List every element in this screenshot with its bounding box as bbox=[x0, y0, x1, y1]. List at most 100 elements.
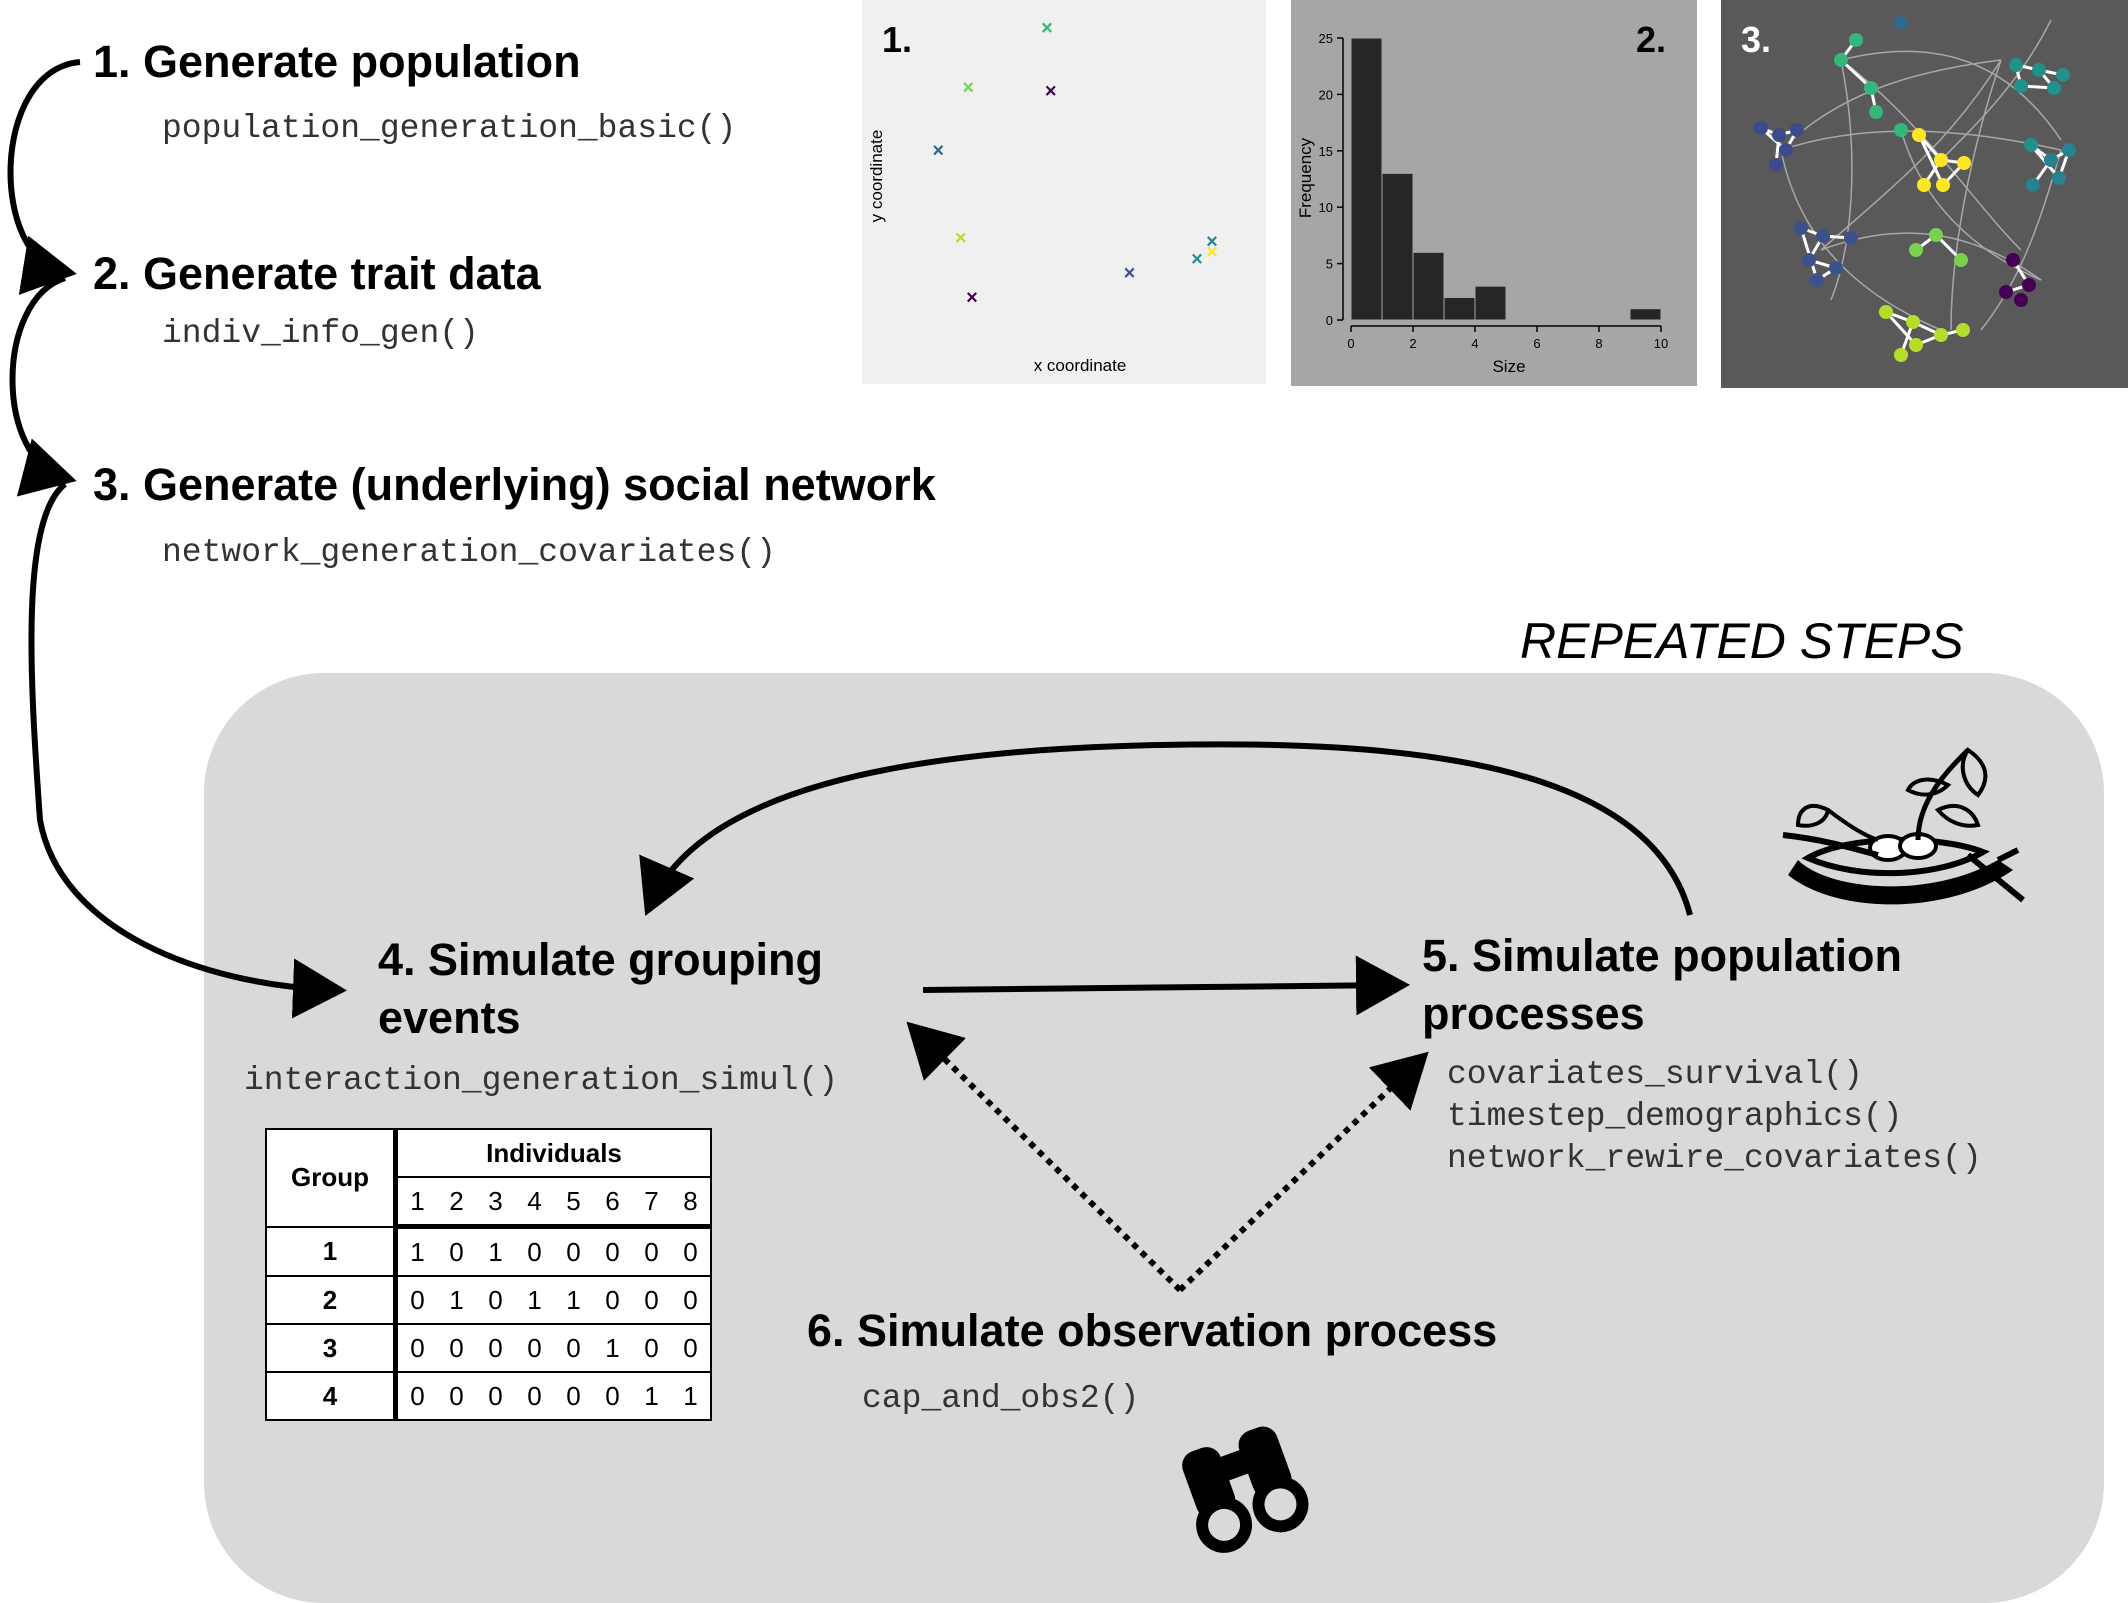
network-node-18 bbox=[1934, 153, 1948, 167]
membership-cell: 1 bbox=[515, 1275, 554, 1325]
membership-cell: 0 bbox=[515, 1371, 554, 1421]
panel-3-network: 3. bbox=[1721, 0, 2128, 388]
membership-cell: 0 bbox=[593, 1225, 632, 1277]
x-tick-label-2: 2 bbox=[1409, 336, 1416, 351]
histogram-bar-1 bbox=[1350, 37, 1383, 321]
membership-cell: 0 bbox=[515, 1323, 554, 1373]
x-tick-label-4: 4 bbox=[1471, 336, 1478, 351]
network-node-9 bbox=[2047, 81, 2061, 95]
network-node-31 bbox=[2052, 171, 2066, 185]
scatter-point-9: × bbox=[1206, 231, 1218, 253]
membership-cell: 0 bbox=[437, 1323, 476, 1373]
membership-cell: 0 bbox=[671, 1225, 712, 1277]
group-id: 1 bbox=[265, 1225, 398, 1277]
membership-cell: 1 bbox=[671, 1371, 712, 1421]
membership-cell: 0 bbox=[437, 1371, 476, 1421]
membership-cell: 0 bbox=[515, 1225, 554, 1277]
membership-cell: 0 bbox=[632, 1323, 671, 1373]
network-node-36 bbox=[1879, 305, 1893, 319]
membership-cell: 0 bbox=[632, 1275, 671, 1325]
step-3-code: network_generation_covariates() bbox=[162, 534, 776, 571]
step-4-title-line2: events bbox=[378, 992, 521, 1043]
network-node-6 bbox=[1894, 16, 1908, 30]
individual-id-7: 7 bbox=[632, 1176, 671, 1229]
y-tick-label-5: 5 bbox=[1326, 257, 1333, 272]
step-6-title: 6. Simulate observation process bbox=[807, 1305, 1498, 1356]
network-node-35 bbox=[1954, 253, 1968, 267]
arrow-step5-to-step4 bbox=[639, 741, 1693, 916]
nest-icon bbox=[1782, 747, 2025, 905]
network-node-5 bbox=[1894, 123, 1908, 137]
network-node-7 bbox=[2009, 58, 2023, 72]
x-tick-label-8: 8 bbox=[1595, 336, 1602, 351]
network-node-1 bbox=[1849, 33, 1863, 47]
network-node-29 bbox=[2044, 153, 2058, 167]
network-node-43 bbox=[2022, 278, 2036, 292]
membership-cell: 1 bbox=[395, 1225, 437, 1277]
network-node-17 bbox=[1912, 128, 1926, 142]
step-5-title: 5. Simulate population processes bbox=[1422, 927, 1902, 1043]
membership-cell: 0 bbox=[395, 1371, 437, 1421]
scatter-point-6: × bbox=[966, 287, 978, 309]
network-node-14 bbox=[1790, 123, 1804, 137]
network-node-20 bbox=[1936, 178, 1950, 192]
membership-cell: 0 bbox=[437, 1225, 476, 1277]
x-tick-label-0: 0 bbox=[1347, 336, 1354, 351]
individual-id-4: 4 bbox=[515, 1176, 554, 1229]
network-node-13 bbox=[1772, 128, 1786, 142]
network-node-15 bbox=[1779, 143, 1793, 157]
network-node-34 bbox=[1929, 228, 1943, 242]
membership-cell: 1 bbox=[476, 1225, 515, 1277]
network-node-19 bbox=[1957, 156, 1971, 170]
membership-cell: 0 bbox=[554, 1225, 593, 1277]
y-tick-label-10: 10 bbox=[1319, 200, 1333, 215]
individual-id-5: 5 bbox=[554, 1176, 593, 1229]
network-node-33 bbox=[1909, 243, 1923, 257]
network-node-30 bbox=[2062, 143, 2076, 157]
panel-1-points: ×××××××××× bbox=[932, 18, 1217, 310]
membership-cell: 0 bbox=[395, 1323, 437, 1373]
network-node-22 bbox=[1794, 221, 1808, 235]
network-node-4 bbox=[1869, 105, 1883, 119]
panel-2-xlabel: Size bbox=[1492, 357, 1525, 376]
network-node-2 bbox=[1834, 53, 1848, 67]
individual-id-1: 1 bbox=[395, 1176, 437, 1229]
histogram-bar-2 bbox=[1381, 172, 1414, 321]
individual-id-6: 6 bbox=[593, 1176, 632, 1229]
membership-cell: 0 bbox=[554, 1323, 593, 1373]
step-5-code-1: covariates_survival() bbox=[1447, 1056, 1863, 1093]
step-5-code-3: network_rewire_covariates() bbox=[1447, 1140, 1982, 1177]
individual-id-2: 2 bbox=[437, 1176, 476, 1229]
panel-1-label: 1. bbox=[882, 19, 912, 60]
scatter-point-3: × bbox=[1045, 81, 1057, 103]
individual-id-8: 8 bbox=[671, 1176, 712, 1229]
histogram-bar-3 bbox=[1412, 251, 1445, 321]
arrow-step1-to-step2 bbox=[7, 59, 81, 295]
membership-cell: 0 bbox=[476, 1275, 515, 1325]
membership-cell: 0 bbox=[476, 1323, 515, 1373]
step-4-code: interaction_generation_simul() bbox=[244, 1062, 839, 1099]
network-node-24 bbox=[1802, 253, 1816, 267]
membership-cell: 0 bbox=[593, 1371, 632, 1421]
step-2-title: 2. Generate trait data bbox=[93, 248, 541, 299]
panel-1-bg bbox=[862, 0, 1266, 384]
arrow-step3-to-step4 bbox=[28, 481, 347, 1019]
scatter-point-4: × bbox=[932, 140, 944, 162]
table-individuals-header: Individuals bbox=[394, 1128, 712, 1178]
x-tick-label-10: 10 bbox=[1654, 336, 1668, 351]
step-5-title-line2: processes bbox=[1422, 988, 1645, 1039]
scatter-point-2: × bbox=[962, 77, 974, 99]
membership-cell: 0 bbox=[671, 1323, 712, 1373]
scatter-point-7: × bbox=[1124, 263, 1136, 285]
binoculars-icon bbox=[1182, 1426, 1309, 1553]
histogram-bar-4 bbox=[1443, 296, 1476, 321]
panel-1-xlabel: x coordinate bbox=[1034, 356, 1127, 375]
panel-2-ylabel: Frequency bbox=[1296, 137, 1315, 218]
panel-1-scatter: 1. x coordinate y coordinate ×××××××××× bbox=[862, 0, 1266, 384]
step-5-code-2: timestep_demographics() bbox=[1447, 1098, 1903, 1135]
panel-2-bars bbox=[1350, 37, 1662, 321]
